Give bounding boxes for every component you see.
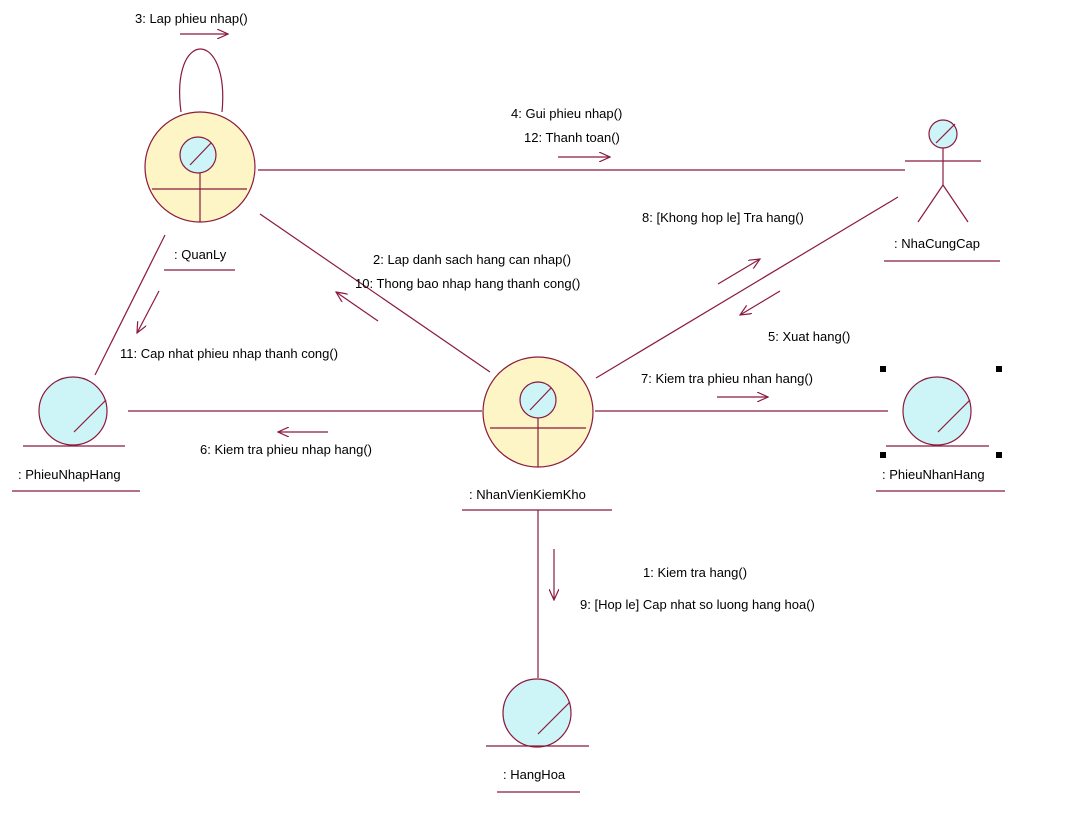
phieunhanhang-body xyxy=(902,376,972,446)
selection-handle-bottom-left[interactable] xyxy=(880,452,886,458)
label-hanghoa: : HangHoa xyxy=(503,767,566,782)
nhanvienkiemkho-head xyxy=(519,381,557,419)
label-quanly: : QuanLy xyxy=(174,247,227,262)
label-nhacungcap: : NhaCungCap xyxy=(894,236,980,251)
nhacungcap-head xyxy=(928,119,958,149)
message-5: 5: Xuat hang() xyxy=(768,329,850,344)
phieunhaphang-pencil xyxy=(73,399,107,433)
label-phieunhaphang: : PhieuNhapHang xyxy=(18,467,121,482)
label-nhanvienkiemkho: : NhanVienKiemKho xyxy=(469,487,586,502)
object-quanly[interactable]: : QuanLy xyxy=(144,111,256,271)
message-arrow-2-10 xyxy=(336,292,379,322)
links xyxy=(94,48,905,678)
message-11: 11: Cap nhat phieu nhap thanh cong() xyxy=(120,346,338,361)
label-phieunhanhang: : PhieuNhanHang xyxy=(882,467,985,482)
object-phieunhanhang[interactable]: : PhieuNhanHang xyxy=(876,366,1005,492)
message-3: 3: Lap phieu nhap() xyxy=(135,11,248,26)
nhacungcap-right-leg xyxy=(942,184,969,223)
object-hanghoa[interactable]: : HangHoa xyxy=(486,678,589,793)
message-9: 9: [Hop le] Cap nhat so luong hang hoa() xyxy=(580,597,815,612)
message-10: 10: Thong bao nhap hang thanh cong() xyxy=(355,276,580,291)
phieunhaphang-body xyxy=(38,376,108,446)
message-4: 4: Gui phieu nhap() xyxy=(511,106,622,121)
hanghoa-body xyxy=(502,678,572,748)
selection-handle-top-right[interactable] xyxy=(996,366,1002,372)
selection-handle-top-left[interactable] xyxy=(880,366,886,372)
message-7: 7: Kiem tra phieu nhan hang() xyxy=(641,371,813,386)
message-arrow-8 xyxy=(717,259,760,285)
self-link-quanly[interactable] xyxy=(179,48,224,113)
object-phieunhaphang[interactable]: : PhieuNhapHang xyxy=(12,376,140,492)
link-quanly-nhanvienkiemkho[interactable] xyxy=(259,213,491,373)
nhacungcap-left-leg xyxy=(917,184,944,223)
nhanvienkiemkho-pencil xyxy=(529,387,552,411)
nhacungcap-pencil xyxy=(935,123,956,144)
selection-handle-bottom-right[interactable] xyxy=(996,452,1002,458)
message-12: 12: Thanh toan() xyxy=(524,130,620,145)
quanly-head xyxy=(179,136,217,174)
message-arrows xyxy=(137,34,781,600)
message-1: 1: Kiem tra hang() xyxy=(643,565,747,580)
hanghoa-pencil xyxy=(537,701,571,735)
link-quanly-phieunhaphang[interactable] xyxy=(94,234,166,376)
message-labels: 3: Lap phieu nhap() 4: Gui phieu nhap() … xyxy=(120,11,850,612)
message-6: 6: Kiem tra phieu nhap hang() xyxy=(200,442,372,457)
phieunhanhang-pencil xyxy=(937,399,971,433)
message-2: 2: Lap danh sach hang can nhap() xyxy=(373,252,571,267)
message-8: 8: [Khong hop le] Tra hang() xyxy=(642,210,804,225)
message-arrow-5 xyxy=(740,290,781,315)
quanly-pencil xyxy=(189,142,212,166)
message-arrow-11 xyxy=(137,290,160,333)
actor-nhacungcap[interactable]: : NhaCungCap xyxy=(884,119,1000,262)
object-nhanvienkiemkho[interactable]: : NhanVienKiemKho xyxy=(462,356,612,511)
link-nhacungcap-nhanvienkiemkho[interactable] xyxy=(595,196,899,379)
